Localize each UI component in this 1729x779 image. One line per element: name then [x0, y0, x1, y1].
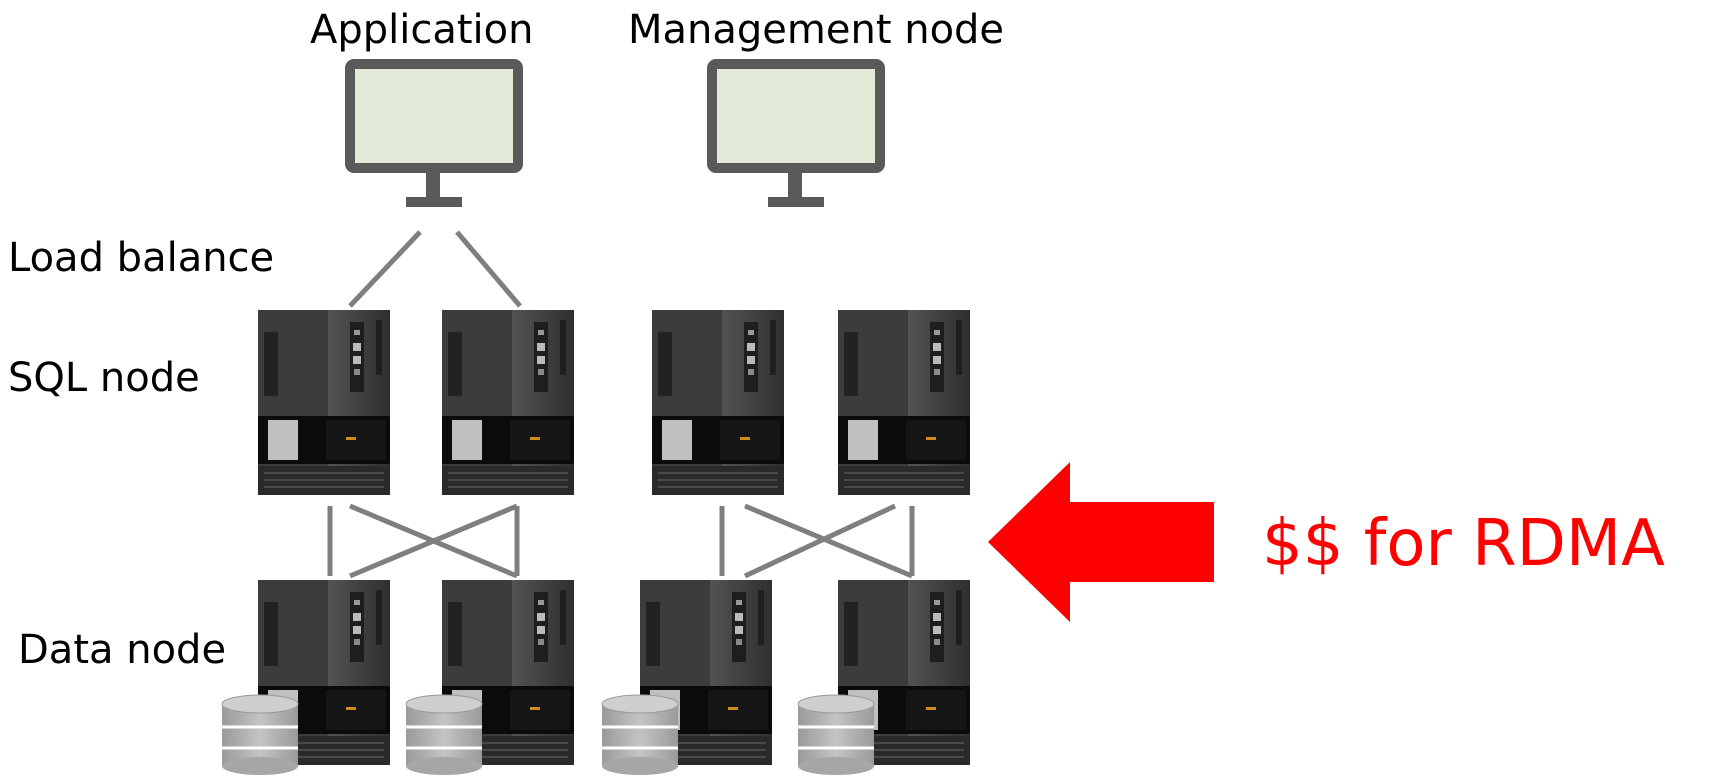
- sql-node-label: SQL node: [8, 355, 200, 401]
- data-node-label: Data node: [18, 627, 227, 673]
- disk-stack-icon: [220, 693, 300, 777]
- sql-node-server-icon: [651, 309, 785, 496]
- disk-stack-icon: [404, 693, 484, 777]
- disk-stack-icon: [600, 693, 680, 777]
- sql-node-server-icon: [257, 309, 391, 496]
- load-balance-label: Load balance: [8, 235, 275, 281]
- load-balance-connectors: [348, 230, 522, 308]
- sql-data-connectors: [327, 503, 915, 579]
- application-label: Application: [310, 7, 534, 53]
- disk-stack-icon: [796, 693, 876, 777]
- management-monitor-icon: [712, 64, 880, 207]
- left-arrow-icon: [988, 462, 1214, 622]
- sql-node-server-icon: [441, 309, 575, 496]
- application-monitor-icon: [350, 64, 518, 207]
- management-node-label: Management node: [628, 7, 1005, 53]
- rdma-note-label: $$ for RDMA: [1262, 507, 1665, 581]
- sql-node-server-icon: [837, 309, 971, 496]
